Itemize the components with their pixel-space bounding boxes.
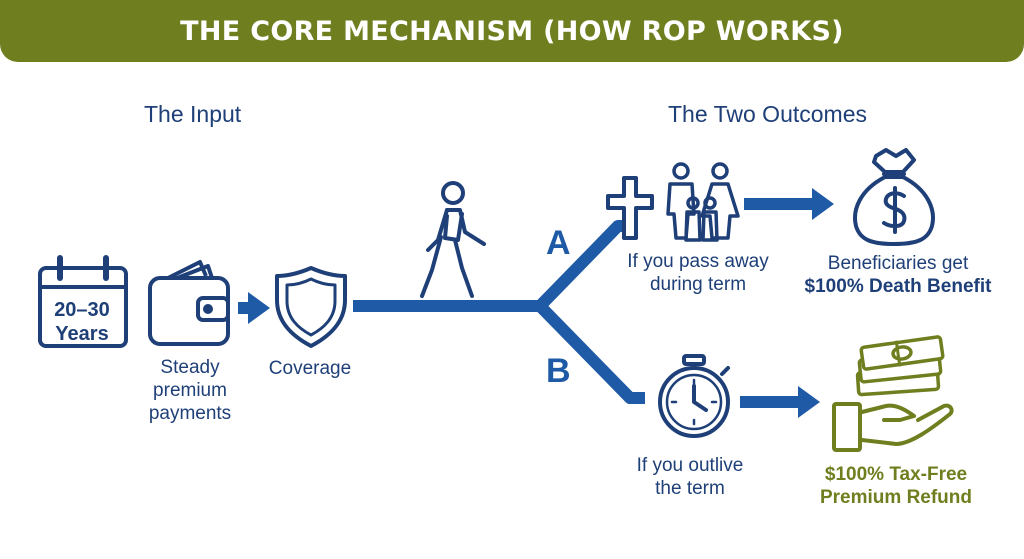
- calendar-icon: [38, 255, 128, 348]
- wallet-caption: Steady premium payments: [140, 356, 240, 425]
- coverage-caption: Coverage: [268, 358, 352, 379]
- branch-b-result: $100% Tax-Free Premium Refund: [806, 463, 986, 509]
- branch-a-condition: If you pass away during term: [616, 250, 780, 296]
- calendar-text: 20–30 Years: [42, 298, 122, 346]
- banner-title: THE CORE MECHANISM (HOW ROP WORKS): [180, 15, 844, 47]
- branch-b-condition-line1: If you outlive: [636, 455, 744, 476]
- branch-a-result: Beneficiaries get $100% Death Benefit: [800, 252, 996, 298]
- wallet-caption-line2: premium: [153, 380, 227, 401]
- timeline-path: [353, 220, 645, 404]
- input-heading: The Input: [144, 101, 242, 127]
- family-icon: [666, 162, 740, 242]
- branch-b-result-line2: Premium Refund: [819, 487, 973, 508]
- branch-a-condition-line2: during term: [649, 274, 747, 295]
- branch-b-result-line1: $100% Tax-Free: [824, 464, 968, 485]
- calendar-years-range: 20–30: [54, 299, 110, 321]
- walking-person-icon: [420, 181, 486, 298]
- wallet-caption-line3: payments: [148, 403, 232, 424]
- branch-a-result-line2: $100% Death Benefit: [804, 276, 992, 297]
- branch-a-letter: A: [546, 224, 571, 262]
- arrow-to-coverage: [238, 292, 270, 324]
- branch-b-condition: If you outlive the term: [620, 454, 760, 500]
- wallet-caption-line1: Steady: [160, 357, 220, 378]
- branch-a-result-line1: Beneficiaries get: [827, 253, 969, 274]
- wallet-icon: [148, 260, 230, 346]
- cross-icon: [606, 176, 654, 240]
- calendar-years-label: Years: [55, 323, 109, 345]
- branch-b-letter: B: [546, 352, 571, 390]
- shield-icon: [275, 266, 347, 348]
- branch-a-condition-line1: If you pass away: [627, 251, 769, 272]
- branch-b-condition-line2: the term: [655, 478, 725, 499]
- outcomes-heading: The Two Outcomes: [668, 101, 867, 127]
- cash-stack-icon: [855, 335, 945, 397]
- arrow-to-death-benefit: [744, 188, 834, 220]
- open-hand-icon: [832, 402, 954, 452]
- title-banner: THE CORE MECHANISM (HOW ROP WORKS): [0, 0, 1024, 62]
- arrow-to-refund: [740, 386, 820, 418]
- stopwatch-icon: [658, 354, 730, 438]
- money-bag-icon: [853, 148, 935, 246]
